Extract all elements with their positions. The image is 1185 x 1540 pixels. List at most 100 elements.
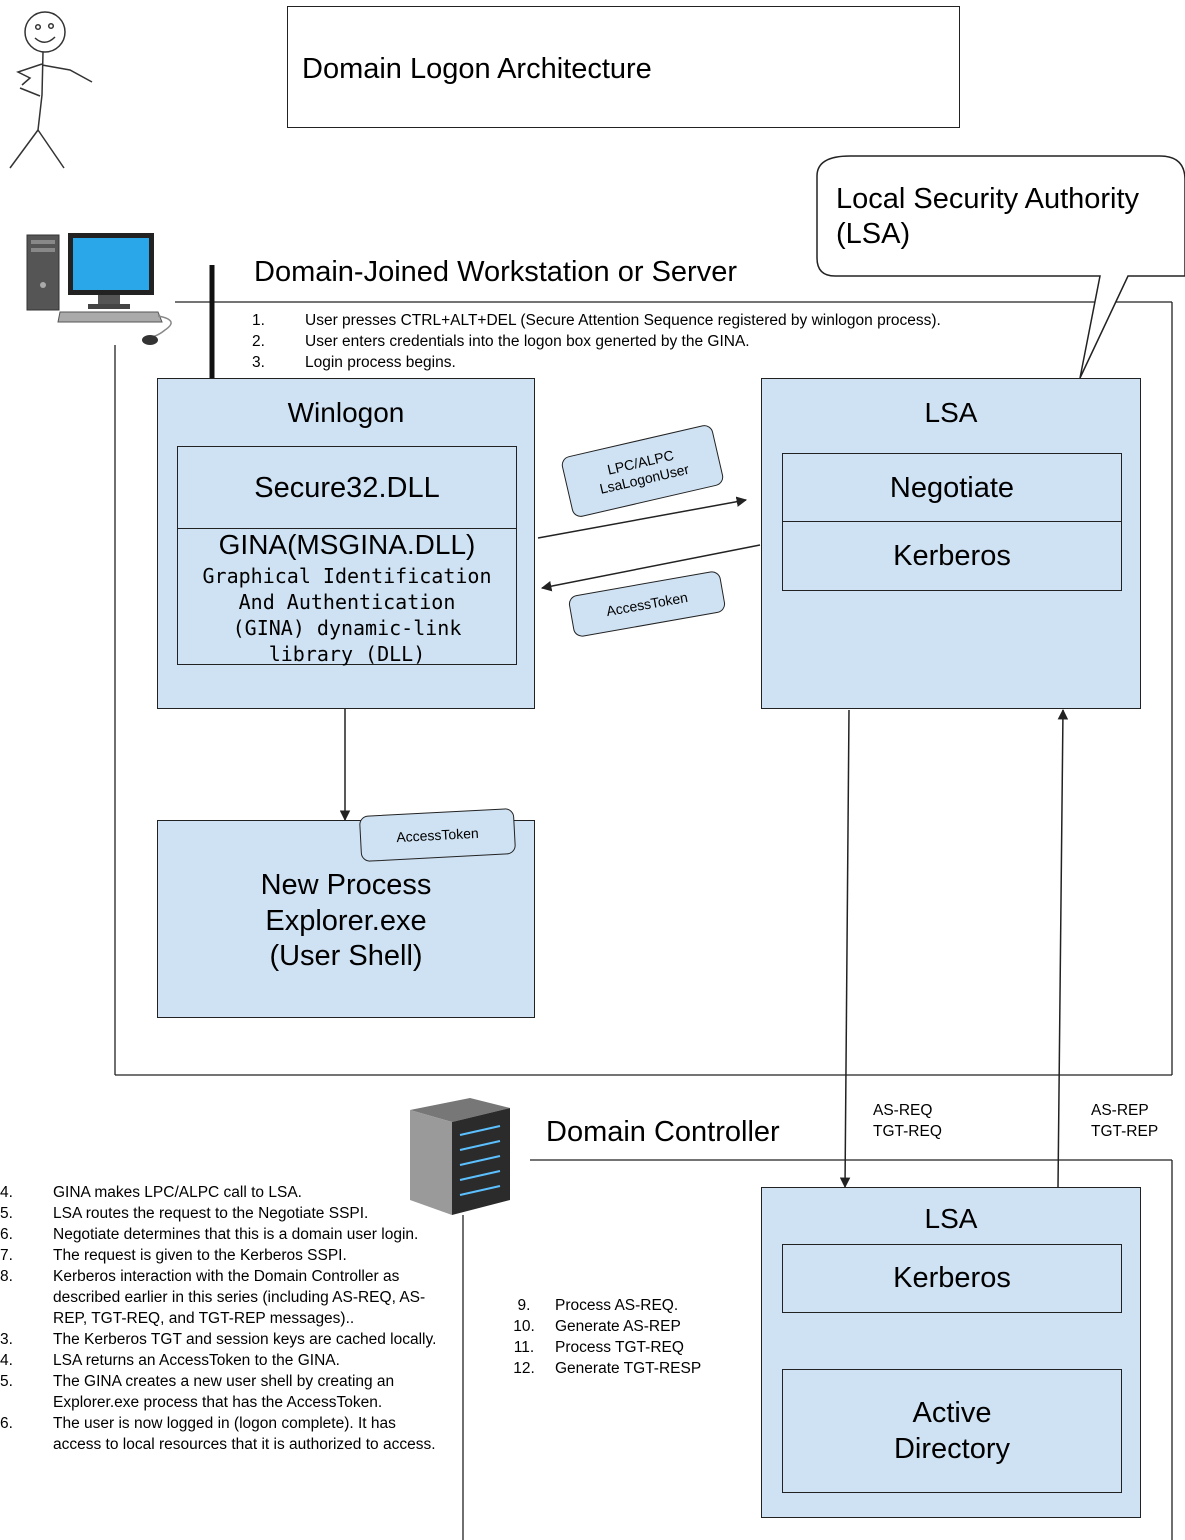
workstation-container <box>114 301 1173 1076</box>
kerberos-label: Kerberos <box>893 539 1011 572</box>
step-text: Generate TGT-RESP <box>555 1360 702 1377</box>
step-item: 12. Generate TGT-RESP <box>493 1358 743 1379</box>
winlogon-box: Winlogon Secure32.DLL GINA(MSGINA.DLL) G… <box>157 378 535 709</box>
desktop-computer-icon <box>26 233 172 345</box>
as-req-label: AS-REQ TGT-REQ <box>873 1100 942 1142</box>
step-text: Kerberos interaction with the Domain Con… <box>53 1268 426 1327</box>
lsa-title: LSA <box>924 397 978 428</box>
step-item: 6. Negotiate determines that this is a do… <box>0 1224 445 1245</box>
step-text: Process AS-REQ. <box>555 1297 679 1314</box>
domain-controller-container <box>462 1159 1173 1540</box>
step-number: 9. <box>517 1297 531 1314</box>
page-title: Domain Logon Architecture <box>302 53 652 85</box>
as-req-arrow <box>839 709 851 1189</box>
domain-controller-label: Domain Controller <box>546 1116 780 1148</box>
as-rep-arrow <box>1057 708 1069 1188</box>
new-process-line3: (User Shell) <box>269 940 423 972</box>
step-item: 2. User enters credentials into the logo… <box>252 331 1042 352</box>
step-item: 4. LSA returns an AccessToken to the GINA… <box>0 1350 445 1371</box>
step-number: 3. <box>252 354 265 371</box>
step-text: The user is now logged in (logon complet… <box>53 1415 436 1453</box>
step-item: 5. LSA routes the request to the Negotiat… <box>0 1203 445 1224</box>
negotiate-label: Negotiate <box>889 471 1015 504</box>
active-directory-line2: Directory <box>893 1433 1010 1465</box>
step-text: Negotiate determines that this is a doma… <box>53 1226 419 1243</box>
dc-kerberos-box: Kerberos <box>782 1244 1122 1313</box>
step-item: 3. Login process begins. <box>252 352 1042 373</box>
step-item: 5. The GINA creates a new user shell by c… <box>0 1371 445 1413</box>
step-number: 8. <box>0 1268 13 1285</box>
tgt-rep-line2: TGT-REP <box>1091 1123 1159 1140</box>
workstation-label: Domain-Joined Workstation or Server <box>254 256 737 288</box>
step-number: 6. <box>0 1226 13 1243</box>
gina-title: GINA(MSGINA.DLL) <box>218 529 476 560</box>
lsa-callout-text: Local Security Authority (LSA) <box>836 183 1140 250</box>
server-tower-icon <box>410 1098 510 1215</box>
step-number: 6. <box>0 1415 13 1432</box>
gina-description: Graphical Identification And Authenticat… <box>202 564 492 666</box>
active-directory-line1: Active <box>912 1397 992 1429</box>
step-number: 4. <box>0 1184 13 1201</box>
as-rep-line1: AS-REP <box>1091 1102 1149 1119</box>
step-text: The Kerberos TGT and session keys are ca… <box>53 1331 437 1348</box>
stick-figure-icon <box>9 11 93 169</box>
lsa-speech-bubble <box>816 155 1185 379</box>
step-text: GINA makes LPC/ALPC call to LSA. <box>53 1184 302 1201</box>
secure32-dll-box: Secure32.DLL <box>177 446 517 530</box>
access-token-label: AccessToken <box>604 588 689 619</box>
step-text: The GINA creates a new user shell by cre… <box>53 1373 395 1411</box>
gina-box: GINA(MSGINA.DLL) Graphical Identificatio… <box>177 528 517 666</box>
step-number: 4. <box>0 1352 13 1369</box>
negotiate-box: Negotiate <box>782 453 1122 523</box>
dc-lsa-box: LSA Kerberos Active Directory <box>761 1187 1141 1518</box>
step-number: 7. <box>0 1247 13 1264</box>
dc-steps-list: 9. Process AS-REQ. 10. Generate AS-REP 11.… <box>493 1295 743 1379</box>
as-rep-label: AS-REP TGT-REP <box>1091 1100 1158 1142</box>
step-item: 9. Process AS-REQ. <box>493 1295 743 1316</box>
step-item: 7. The request is given to the Kerberos S… <box>0 1245 445 1266</box>
lpc-call-arrow <box>537 496 748 539</box>
step-text: The request is given to the Kerberos SSP… <box>53 1247 347 1264</box>
step-number: 10. <box>513 1318 535 1335</box>
step-item: 4. GINA makes LPC/ALPC call to LSA. <box>0 1182 445 1203</box>
new-process-token-pill: AccessToken <box>358 807 517 863</box>
step-number: 1. <box>252 312 265 329</box>
step-text: LSA routes the request to the Negotiate … <box>53 1205 369 1222</box>
workstation-steps: 1. User presses CTRL+ALT+DEL (Secure Att… <box>252 310 1042 373</box>
title-box: Domain Logon Architecture <box>287 6 960 128</box>
dc-kerberos-label: Kerberos <box>893 1262 1011 1294</box>
step-number: 5. <box>0 1373 13 1390</box>
step-text: Generate AS-REP <box>555 1318 681 1335</box>
secure32-dll-label: Secure32.DLL <box>254 471 440 504</box>
step-text: Login process begins. <box>305 354 456 371</box>
access-token-return-arrow <box>540 544 761 592</box>
dc-lsa-title: LSA <box>924 1203 978 1234</box>
step-item: 3. The Kerberos TGT and session keys are … <box>0 1329 445 1350</box>
new-process-line2: Explorer.exe <box>265 905 427 937</box>
logon-steps-list: 4. GINA makes LPC/ALPC call to LSA. 5. LSA… <box>0 1182 445 1455</box>
step-number: 5. <box>0 1205 13 1222</box>
new-process-line1: New Process <box>260 869 432 901</box>
tgt-req-line2: TGT-REQ <box>873 1123 942 1140</box>
step-item: 8. Kerberos interaction with the Domain C… <box>0 1266 445 1329</box>
step-item: 11. Process TGT-REQ <box>493 1337 743 1358</box>
lsa-box: LSA Negotiate Kerberos <box>761 378 1141 709</box>
step-item: 1. User presses CTRL+ALT+DEL (Secure Att… <box>252 310 1042 331</box>
step-number: 12. <box>513 1360 535 1377</box>
step-item: 6. The user is now logged in (logon compl… <box>0 1413 445 1455</box>
step-text: LSA returns an AccessToken to the GINA. <box>53 1352 340 1369</box>
active-directory-box: Active Directory <box>782 1369 1122 1493</box>
step-item: 10. Generate AS-REP <box>493 1316 743 1337</box>
step-number: 3. <box>0 1331 13 1348</box>
as-req-line1: AS-REQ <box>873 1102 933 1119</box>
step-number: 11. <box>513 1339 535 1356</box>
winlogon-title: Winlogon <box>287 397 405 428</box>
step-text: User presses CTRL+ALT+DEL (Secure Attent… <box>305 312 941 329</box>
step-text: User enters credentials into the logon b… <box>305 333 750 350</box>
new-process-token-label: AccessToken <box>395 824 480 845</box>
step-number: 2. <box>252 333 265 350</box>
kerberos-box: Kerberos <box>782 521 1122 591</box>
step-text: Process TGT-REQ <box>555 1339 684 1356</box>
